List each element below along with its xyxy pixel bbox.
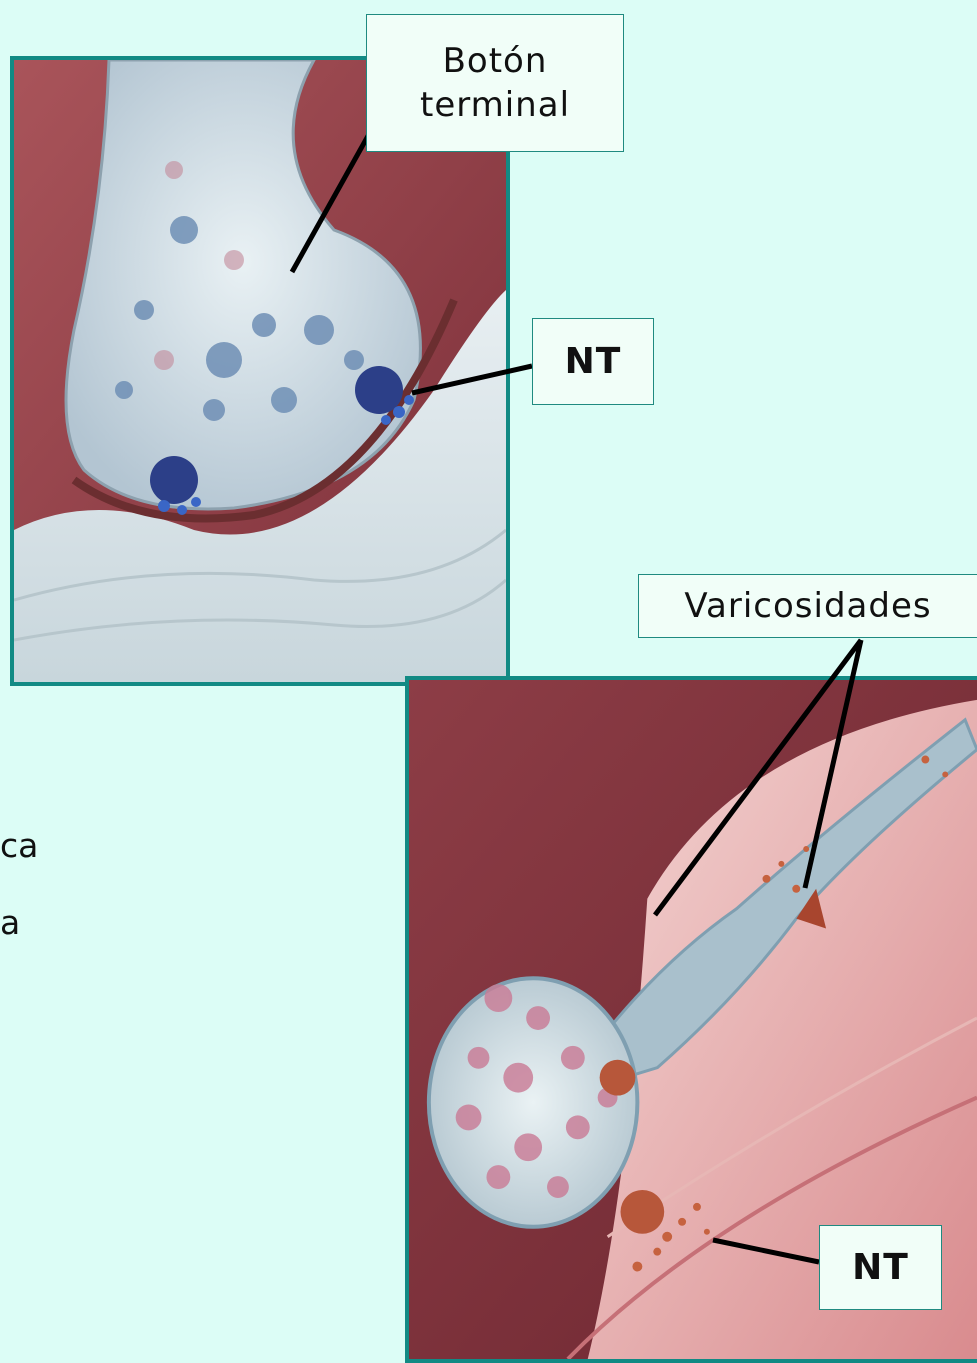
label-boton-terminal: Botón terminal [366,14,624,152]
label-boton-line2: terminal [367,83,623,127]
terminal-button-drawing [14,60,506,682]
label-varicosidades: Varicosidades [638,574,977,638]
label-boton-line1: Botón [367,39,623,83]
label-nt-top: NT [532,318,654,405]
side-text-line-1: ca [0,826,38,865]
label-nt-bottom: NT [819,1225,942,1310]
side-text-line-2: a [0,903,20,942]
